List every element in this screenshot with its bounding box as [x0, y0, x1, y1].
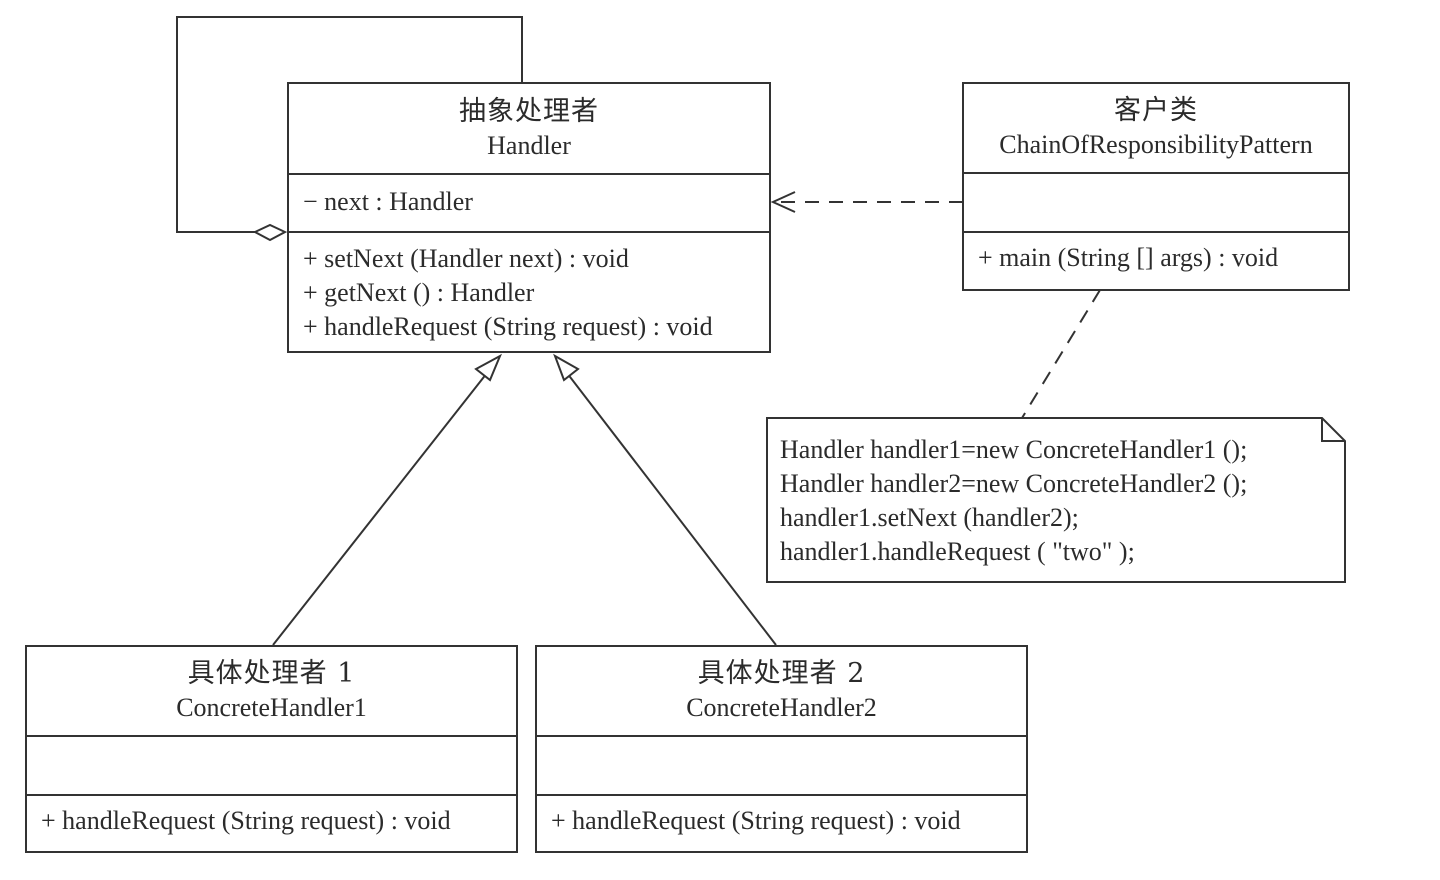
class-concrete-handler-1-attributes — [27, 737, 516, 796]
operation-handlerequest-1: + handleRequest (String request) : void — [41, 806, 451, 835]
class-handler-name: 抽象处理者 Handler — [289, 84, 769, 175]
class-client-name-cn: 客户类 — [1114, 95, 1198, 126]
note-line-1: Handler handler1=new ConcreteHandler1 ()… — [780, 435, 1248, 464]
class-client[interactable]: 客户类 ChainOfResponsibilityPattern + main … — [962, 82, 1350, 291]
class-handler-name-cn: 抽象处理者 — [459, 95, 599, 127]
note-line-3: handler1.setNext (handler2); — [780, 503, 1079, 532]
generalization-line-2 — [566, 372, 777, 646]
class-client-attributes — [964, 174, 1348, 233]
class-concrete-handler-2-name: 具体处理者 2 ConcreteHandler2 — [537, 647, 1026, 737]
class-concrete-handler-1[interactable]: 具体处理者 1 ConcreteHandler1 + handleRequest… — [25, 645, 518, 853]
dependency-arrowhead-icon — [770, 191, 796, 213]
code-note[interactable]: Handler handler1=new ConcreteHandler1 ()… — [766, 417, 1346, 583]
attribute-next: − next : Handler — [303, 187, 473, 216]
note-border — [766, 417, 1346, 583]
note-fold-icon — [1321, 418, 1345, 442]
note-text: Handler handler1=new ConcreteHandler1 ()… — [780, 433, 1247, 569]
operation-setnext: + setNext (Handler next) : void — [303, 244, 629, 273]
class-concrete-handler-2-name-cn: 具体处理者 2 — [697, 658, 866, 689]
generalization-arrowhead-icon-2 — [553, 353, 580, 382]
class-concrete-handler-1-operations: + handleRequest (String request) : void — [27, 796, 516, 851]
note-line-2: Handler handler2=new ConcreteHandler2 ()… — [780, 469, 1248, 498]
class-concrete-handler-2-name-en: ConcreteHandler2 — [686, 693, 877, 722]
class-handler-attributes: − next : Handler — [289, 175, 769, 233]
class-concrete-handler-2-operations: + handleRequest (String request) : void — [537, 796, 1026, 851]
class-client-operations: + main (String [] args) : void — [964, 233, 1348, 289]
class-concrete-handler-2[interactable]: 具体处理者 2 ConcreteHandler2 + handleRequest… — [535, 645, 1028, 853]
class-client-name: 客户类 ChainOfResponsibilityPattern — [964, 84, 1348, 174]
class-handler-operations: + setNext (Handler next) : void + getNex… — [289, 233, 769, 351]
class-concrete-handler-1-name-en: ConcreteHandler1 — [176, 693, 367, 722]
aggregation-diamond-icon — [252, 223, 288, 242]
class-concrete-handler-1-name-cn: 具体处理者 1 — [187, 658, 356, 689]
operation-main: + main (String [] args) : void — [978, 243, 1279, 272]
class-client-name-en: ChainOfResponsibilityPattern — [999, 130, 1313, 159]
generalization-arrowhead-icon-1 — [474, 353, 503, 382]
operation-handlerequest: + handleRequest (String request) : void — [303, 312, 713, 341]
class-handler[interactable]: 抽象处理者 Handler − next : Handler + setNext… — [287, 82, 771, 353]
note-line-4: handler1.handleRequest ( "two" ); — [780, 537, 1135, 566]
operation-getnext: + getNext () : Handler — [303, 278, 535, 307]
class-concrete-handler-2-attributes — [537, 737, 1026, 796]
self-association-line — [176, 16, 523, 233]
class-concrete-handler-1-name: 具体处理者 1 ConcreteHandler1 — [27, 647, 516, 737]
operation-handlerequest-2: + handleRequest (String request) : void — [551, 806, 961, 835]
note-anchor-line — [1021, 289, 1101, 419]
generalization-line-1 — [272, 372, 488, 646]
class-handler-name-en: Handler — [487, 130, 571, 160]
